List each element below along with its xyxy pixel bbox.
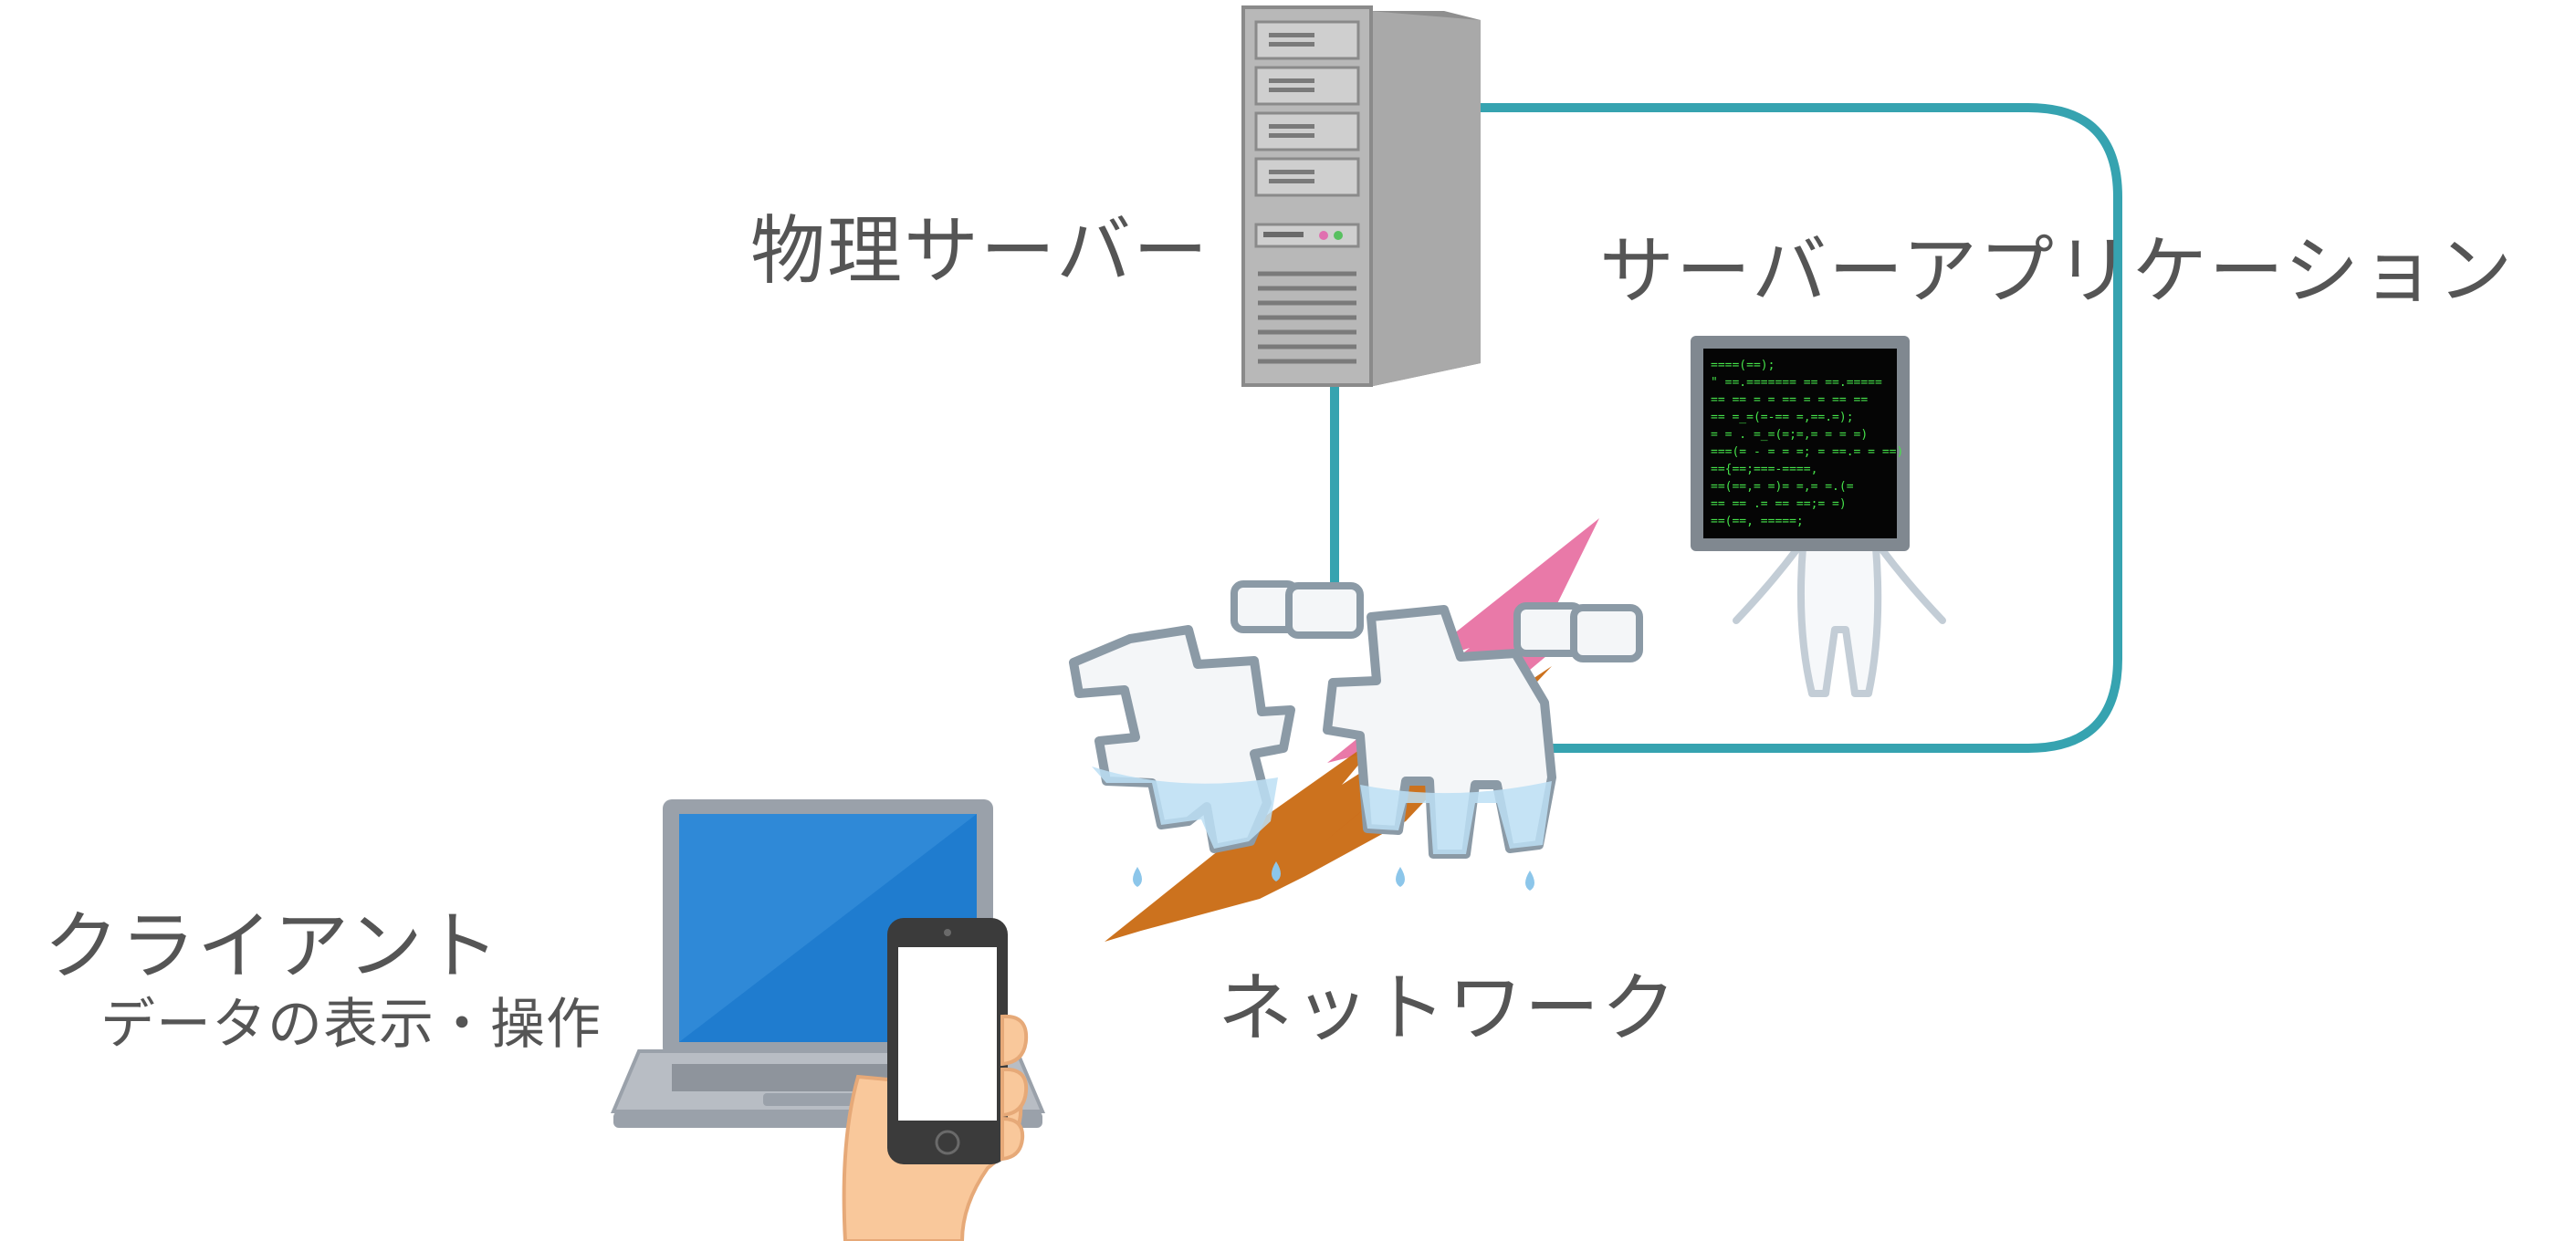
terminal-code-line: == =_=(=-== =,==.=);	[1711, 411, 1854, 424]
terminal-code-text: ====(==); " ==.======= == ==.===== == == …	[1711, 359, 1903, 528]
client-label: クライアント	[44, 903, 501, 990]
terminal-code-line: ===(= - = = =; = ==.= = ==)	[1711, 445, 1903, 459]
terminal-code-line: ====(==);	[1711, 359, 1775, 372]
client-sublabel: データの表示・操作	[100, 993, 602, 1057]
terminal-code-line: == == = = == = = == ==	[1711, 393, 1868, 407]
terminal-code-line: == == .= == ==;= =)	[1711, 497, 1847, 511]
terminal-code-line: ==(==,= =)= =,= =.(=	[1711, 480, 1854, 494]
terminal-code-line: " ==.======= == ==.=====	[1711, 376, 1882, 390]
server-network-connector	[1330, 103, 2122, 753]
terminal-code-line: = = . =_=(=;=,= = = =)	[1711, 428, 1868, 442]
electrocuted-figures-icon	[1069, 580, 1643, 891]
smartphone-hand-icon	[842, 918, 1029, 1241]
terminal-figure-icon: ====(==); " ==.======= == ==.===== == == …	[1691, 336, 1946, 697]
physical-server-label: 物理サーバー	[750, 208, 1210, 295]
network-label: ネットワーク	[1218, 965, 1679, 1052]
server-application-label: サーバーアプリケーション	[1599, 228, 2515, 315]
terminal-code-line: =={==;===-====,	[1711, 463, 1817, 476]
server-tower-icon	[1241, 5, 1481, 387]
terminal-code-line: ==(==, =====;	[1711, 515, 1804, 528]
